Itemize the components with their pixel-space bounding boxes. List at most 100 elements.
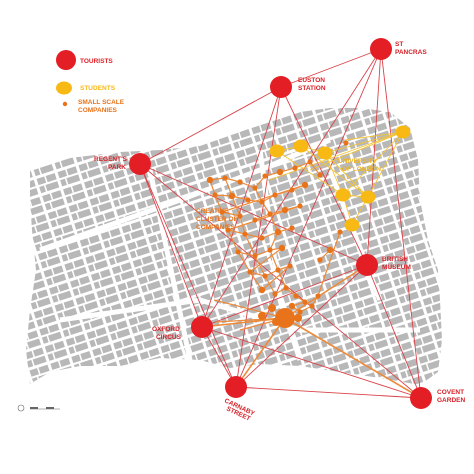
tourist-dot-regents — [129, 153, 151, 175]
tourist-link — [366, 48, 382, 266]
student-link — [342, 131, 404, 196]
company-dot — [292, 165, 298, 171]
company-dot — [317, 257, 323, 263]
company-link — [249, 271, 263, 291]
student-dot — [360, 190, 376, 204]
company-link — [254, 187, 263, 203]
company-link — [317, 231, 341, 297]
company-link — [235, 317, 286, 388]
company-link — [231, 195, 241, 217]
company-dot — [247, 269, 253, 275]
company-link — [239, 181, 256, 189]
oxford-circus-label-2: CIRCUS — [156, 334, 182, 341]
company-dot — [267, 247, 273, 253]
company-link — [269, 231, 279, 251]
scale-bar — [17, 404, 60, 412]
tourist-link — [280, 48, 382, 88]
building-footprint-area — [26, 108, 442, 385]
tourist-dot-covent — [410, 387, 432, 409]
company-link — [264, 275, 276, 295]
tourist-dot-euston — [270, 76, 292, 98]
company-dot — [337, 229, 343, 235]
company-dot — [262, 173, 268, 179]
st-pancras-label-2: PANCRAS — [395, 49, 427, 56]
student-dot — [317, 146, 333, 160]
company-dot — [219, 209, 225, 215]
student-dots — [269, 125, 411, 232]
british-museum-label-1: BRITISH — [382, 256, 408, 263]
tourist-link — [139, 86, 282, 165]
company-dot — [228, 192, 236, 200]
company-link — [224, 177, 233, 197]
company-link — [227, 229, 246, 235]
company-dot — [272, 192, 278, 198]
tourist-link — [139, 163, 422, 399]
company-dots — [206, 140, 349, 328]
company-link — [254, 213, 271, 221]
student-link — [367, 131, 404, 198]
tourist-link — [280, 86, 368, 266]
tourist-link — [201, 264, 368, 328]
legend: TOURISTS STUDENTS SMALL SCALE COMPANIES — [56, 50, 125, 114]
student-link — [324, 131, 404, 154]
company-dot — [301, 181, 309, 189]
company-link — [249, 247, 283, 273]
tourist-link — [366, 264, 422, 399]
company-dot — [206, 176, 214, 184]
company-dot — [343, 140, 349, 146]
company-dot — [252, 253, 258, 259]
student-link — [324, 152, 344, 196]
tourist-link — [139, 163, 203, 328]
legend-companies-label-1: SMALL SCALE — [78, 99, 125, 106]
company-link — [221, 211, 229, 231]
company-dot — [326, 246, 334, 254]
company-link — [213, 299, 286, 319]
company-dot — [212, 192, 218, 198]
company-dot — [287, 263, 293, 269]
company-dot — [262, 273, 268, 279]
company-link — [261, 265, 291, 291]
company-dot — [294, 314, 302, 322]
legend-companies-label-2: COMPANIES — [78, 107, 118, 114]
student-dot — [344, 218, 360, 232]
company-link — [237, 251, 256, 257]
company-link — [201, 317, 286, 328]
company-dot — [276, 168, 284, 176]
british-museum-label-2: MUSEUM — [382, 264, 411, 271]
company-link — [254, 249, 271, 257]
tourist-link — [235, 48, 382, 388]
company-dot — [242, 231, 248, 237]
tourist-link — [380, 48, 422, 399]
company-link — [284, 317, 422, 399]
company-link — [269, 249, 279, 271]
company-link — [227, 229, 239, 253]
student-dot — [269, 144, 285, 158]
north-arrow-icon — [17, 404, 25, 412]
student-dot — [395, 125, 411, 139]
company-dot — [275, 267, 281, 273]
company-hub-dot — [275, 308, 295, 328]
covent-garden-label-1: COVENT — [437, 389, 464, 396]
euston-label-1: EUSTON — [298, 77, 325, 84]
student-link — [269, 131, 404, 181]
tourist-link — [201, 326, 422, 399]
st-pancras-label-1: ST — [395, 41, 403, 48]
company-dot — [258, 286, 266, 294]
regents-park-label-2: PARK — [108, 164, 126, 171]
company-dot — [259, 199, 265, 205]
company-dot — [317, 172, 323, 178]
company-dot — [258, 312, 266, 320]
company-dot — [252, 185, 258, 191]
tourist-link — [235, 264, 368, 388]
company-dot — [245, 197, 251, 203]
tourist-dot-carnaby — [225, 376, 247, 398]
company-dot — [267, 211, 273, 217]
company-link — [244, 233, 256, 257]
company-link — [244, 233, 263, 239]
company-dot — [278, 244, 286, 252]
company-link — [269, 213, 279, 233]
company-dot — [307, 159, 313, 165]
tourist-link — [201, 86, 282, 328]
company-dot — [272, 291, 278, 297]
student-link — [276, 150, 344, 196]
